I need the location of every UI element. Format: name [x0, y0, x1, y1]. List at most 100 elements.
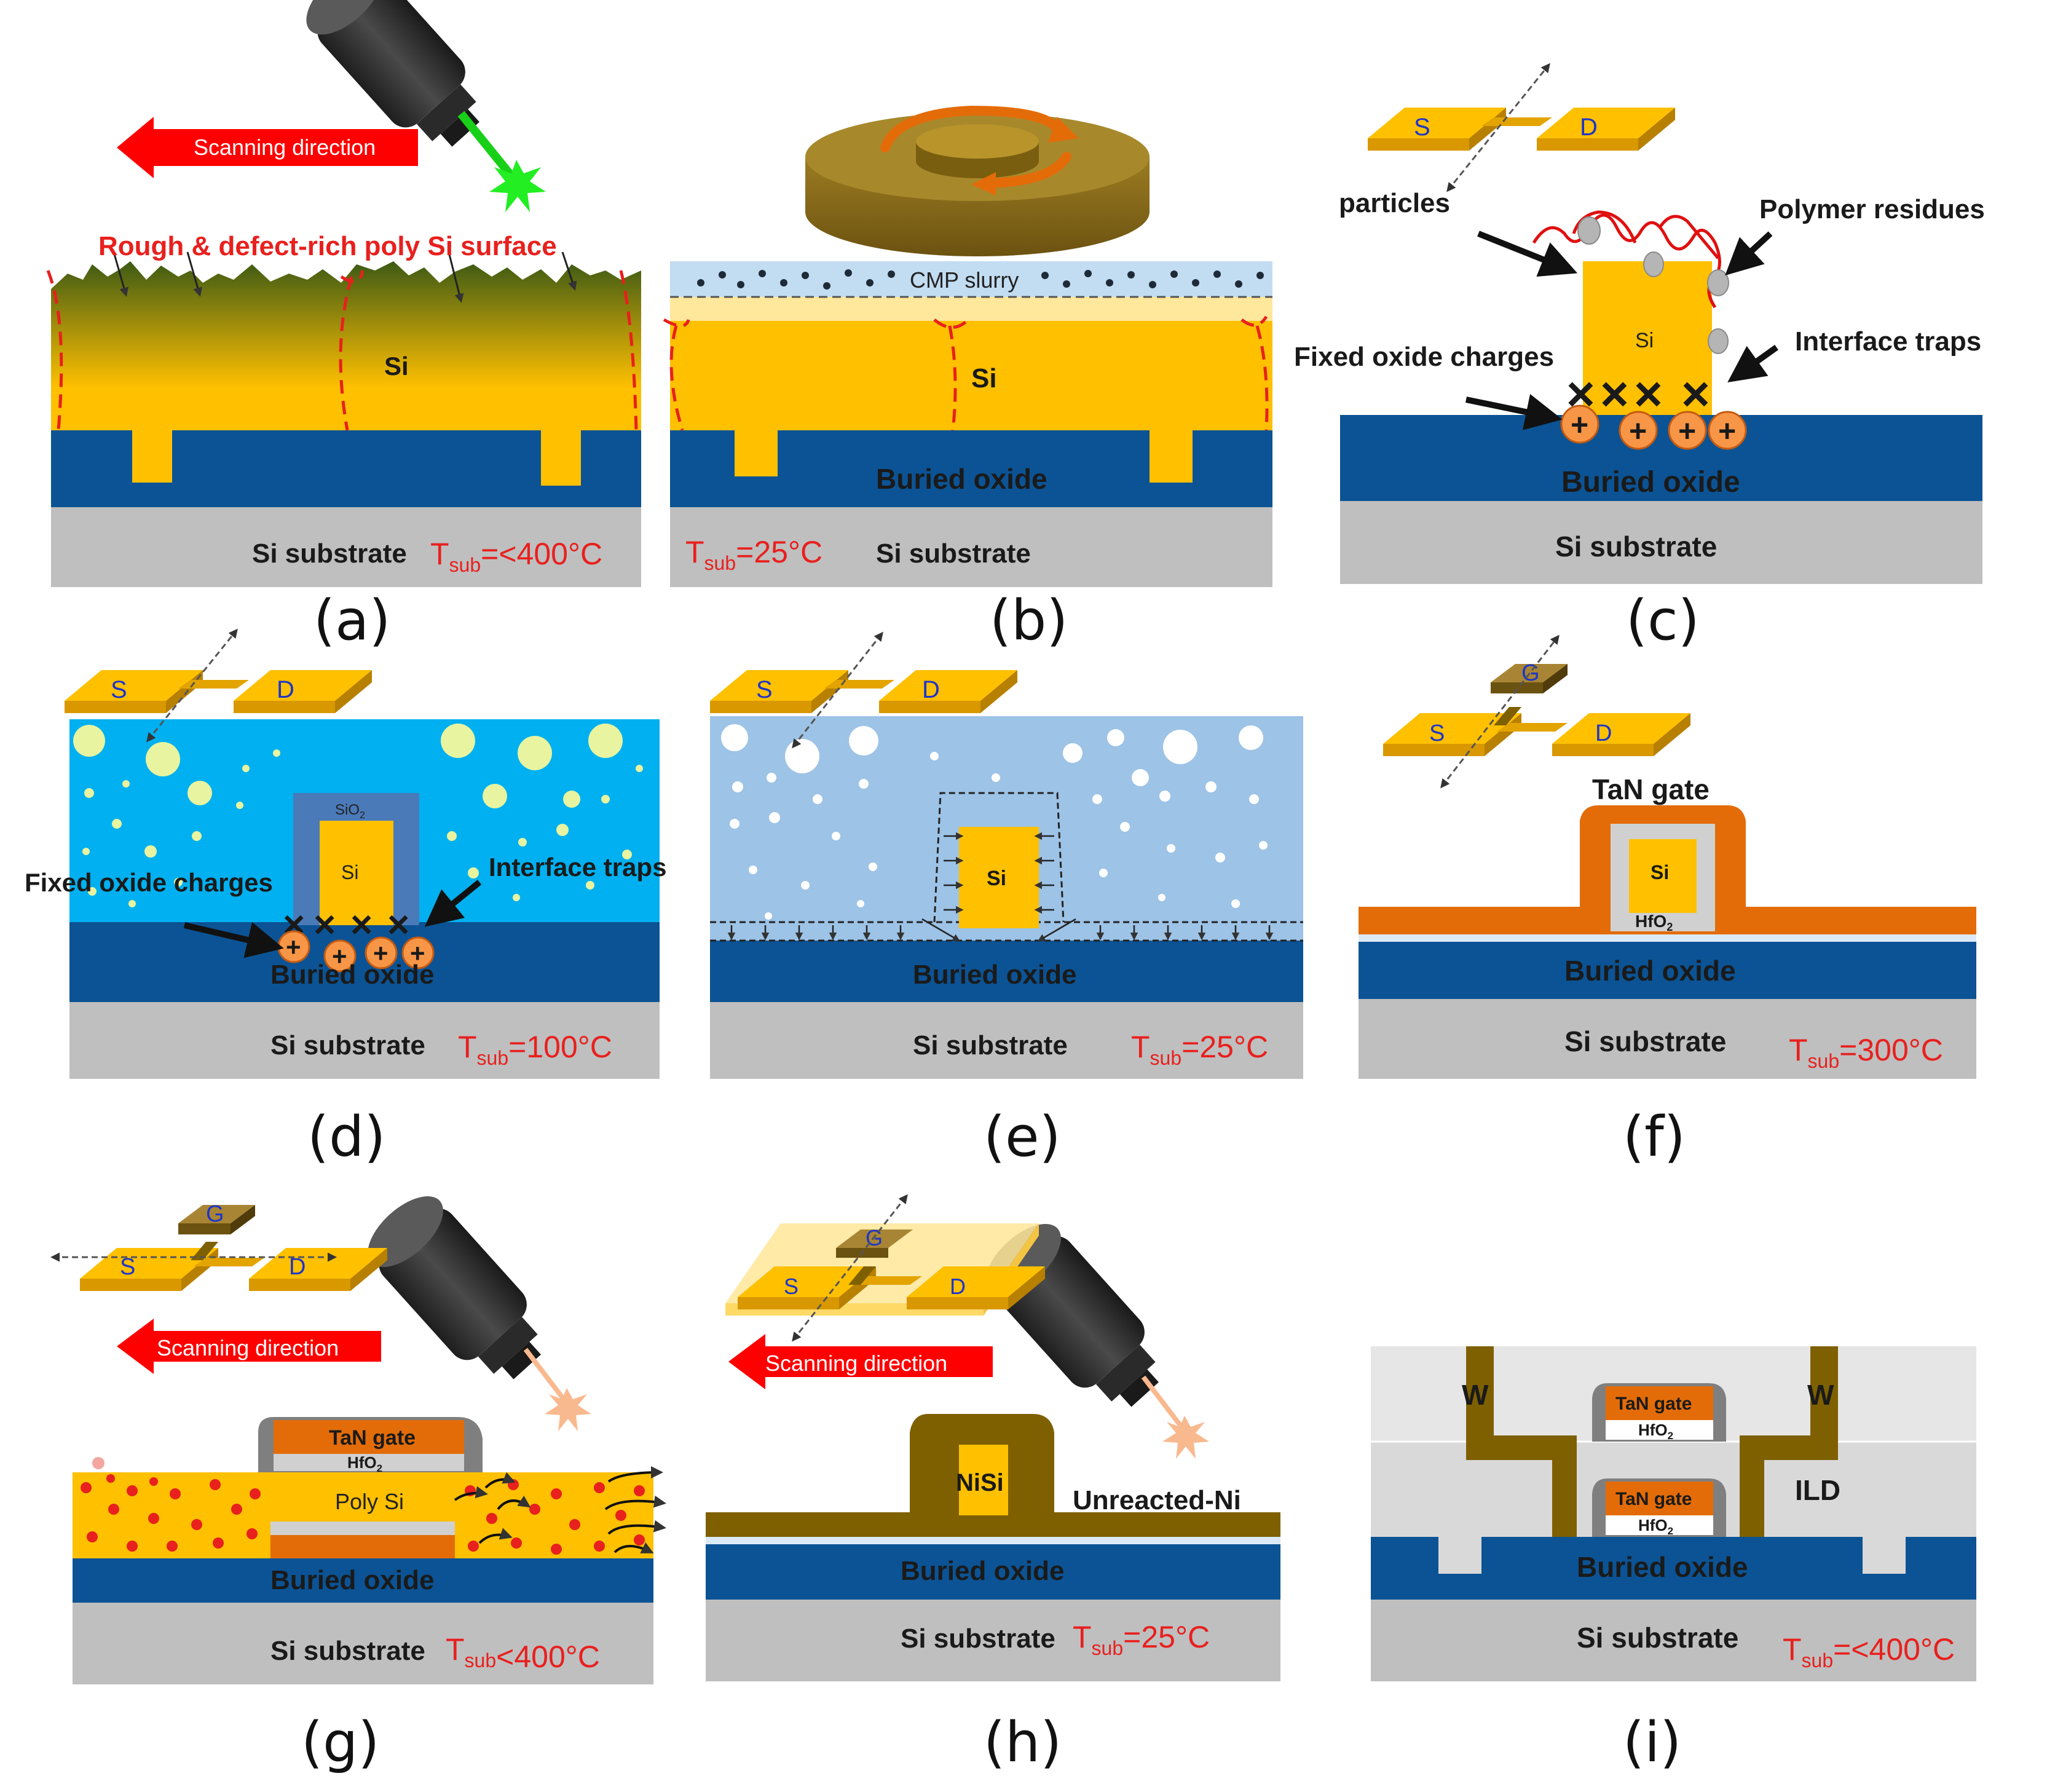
- svg-text:S: S: [1429, 720, 1445, 746]
- fixed-oxide-charges: [1560, 405, 1747, 450]
- substrate-layer: [706, 1598, 1280, 1681]
- svg-text:+: +: [1629, 414, 1647, 448]
- buried-oxide-label: Buried oxide: [876, 463, 1047, 495]
- svg-text:D: D: [950, 1274, 966, 1299]
- substrate-label: Si substrate: [901, 1624, 1055, 1654]
- svg-text:×: ×: [1600, 366, 1629, 421]
- buried-oxide-layer: [73, 1558, 653, 1603]
- charge-signs: ++++: [286, 933, 425, 971]
- substrate-layer: [1359, 996, 1976, 1079]
- svg-text:S: S: [784, 1274, 799, 1299]
- si-label: Si: [341, 861, 358, 883]
- substrate-label: Si substrate: [252, 539, 407, 569]
- cmp-slurry-layer: [670, 261, 1272, 297]
- caption-g: (g): [301, 1710, 379, 1775]
- substrate-label: Si substrate: [1555, 531, 1717, 562]
- svg-text:+: +: [1571, 408, 1588, 442]
- tan-gate-upper: [1606, 1386, 1713, 1420]
- interface-traps-label: Interface traps: [1795, 326, 1981, 357]
- si-label: Si: [1651, 861, 1669, 883]
- heat-flow-arrows: [454, 1466, 666, 1553]
- w-interconnect-left: [1466, 1346, 1577, 1537]
- substrate-layer: [51, 504, 641, 587]
- laser-spot-icon: [545, 1388, 591, 1431]
- svg-text:G: G: [206, 1201, 224, 1227]
- callout-arrows: [183, 880, 482, 958]
- interlayer: [706, 1537, 1280, 1544]
- svg-text:+: +: [373, 939, 388, 968]
- rotation-arrowhead: [1048, 117, 1079, 143]
- substrate-label: Si substrate: [270, 1636, 425, 1666]
- grain-boundaries: [46, 270, 638, 431]
- grain-boundaries: [663, 315, 1269, 431]
- w-label-left: W: [1462, 1379, 1489, 1411]
- nisi-region: [959, 1445, 1008, 1515]
- panel-g: TaN gate HfO2 Poly Si Buried oxide Si su…: [50, 1183, 666, 1775]
- buried-oxide-label: Buried oxide: [270, 1565, 435, 1595]
- charge-signs: ++++: [1571, 408, 1736, 448]
- substrate-label: Si substrate: [876, 539, 1031, 569]
- buried-oxide-label: Buried oxide: [1577, 1551, 1748, 1583]
- gate-label: TaN gate: [1615, 1489, 1692, 1509]
- fixed-oxide-charges-label: Fixed oxide charges: [25, 868, 273, 897]
- buried-oxide-layer: [69, 922, 660, 1002]
- gate-device-icon: G S D: [80, 1201, 387, 1291]
- svg-text:D: D: [277, 676, 294, 703]
- channel-direction-arrow: [1440, 634, 1560, 789]
- laser-beam: [457, 111, 517, 181]
- channel-direction-arrow: [792, 631, 883, 749]
- rough-poly-si-layer: [51, 261, 641, 430]
- scan-direction-label: Scanning direction: [194, 135, 376, 160]
- fixed-oxide-charges: [277, 930, 435, 973]
- panel-b: CMP slurry Si Buried oxide Tsub=25°C Si …: [663, 105, 1272, 653]
- slurry-particles: [697, 269, 1264, 290]
- unreacted-ni-label: Unreacted-Ni: [1073, 1485, 1241, 1515]
- temperature-label: Tsub=25°C: [685, 535, 822, 574]
- si-label: Si: [971, 363, 997, 393]
- buried-oxide-label: Buried oxide: [1561, 466, 1740, 499]
- rotation-arrowhead: [971, 172, 996, 195]
- substrate-label: Si substrate: [913, 1030, 1068, 1060]
- svg-text:D: D: [922, 676, 940, 703]
- caption-d: (d): [307, 1105, 385, 1169]
- svg-text:+: +: [410, 939, 425, 968]
- svg-text:D: D: [1580, 114, 1598, 141]
- caption-e: (e): [984, 1105, 1061, 1169]
- buried-oxide-layer: [710, 941, 1303, 1002]
- isolation-plug: [1438, 1537, 1481, 1574]
- polymer-residues-label: Polymer residues: [1759, 194, 1985, 224]
- buried-oxide-label: Buried oxide: [913, 960, 1077, 990]
- si-label: Si: [987, 867, 1006, 890]
- laser-spot-icon: [489, 160, 546, 212]
- buried-oxide-layer: [1359, 941, 1976, 999]
- svg-text:×: ×: [350, 904, 373, 946]
- h-diffusion-arrows: [727, 832, 1274, 942]
- substrate-layer: [69, 999, 660, 1079]
- gate-device-icon: G S D: [725, 1223, 1045, 1316]
- scan-arrow-icon: [117, 1319, 381, 1374]
- surface-pointer-arrows: [112, 251, 577, 303]
- svg-text:×: ×: [387, 904, 409, 946]
- sd-device-icon: S D: [710, 670, 1017, 713]
- caption-h: (h): [984, 1710, 1062, 1775]
- svg-text:+: +: [1678, 414, 1696, 448]
- slurry-label: CMP slurry: [910, 267, 1019, 293]
- tan-gate-lower: [1606, 1482, 1713, 1515]
- panel-c: Si × × × × ++++ particles Polymer residu…: [1294, 63, 1985, 653]
- substrate-label: Si substrate: [1564, 1025, 1726, 1057]
- temperature-label: Tsub<400°C: [446, 1632, 600, 1674]
- rotation-arrows-icon: [880, 105, 1071, 188]
- gate-label: TaN gate: [329, 1426, 416, 1450]
- panel-a: Rough & defect-rich poly Si surface Si S…: [46, 0, 641, 653]
- svg-text:S: S: [756, 676, 773, 703]
- laser-beam: [1141, 1375, 1186, 1431]
- w-interconnect-right: [1740, 1346, 1838, 1537]
- si-label: Si: [1635, 329, 1654, 352]
- si-plug: [1150, 430, 1193, 483]
- w-label-right: W: [1807, 1379, 1834, 1411]
- bottom-hfo2: [270, 1522, 455, 1535]
- substrate-label: Si substrate: [270, 1030, 425, 1060]
- si-label: Si: [384, 352, 409, 381]
- temperature-label: Tsub=25°C: [1073, 1620, 1210, 1659]
- substrate-label: Si substrate: [1577, 1622, 1738, 1654]
